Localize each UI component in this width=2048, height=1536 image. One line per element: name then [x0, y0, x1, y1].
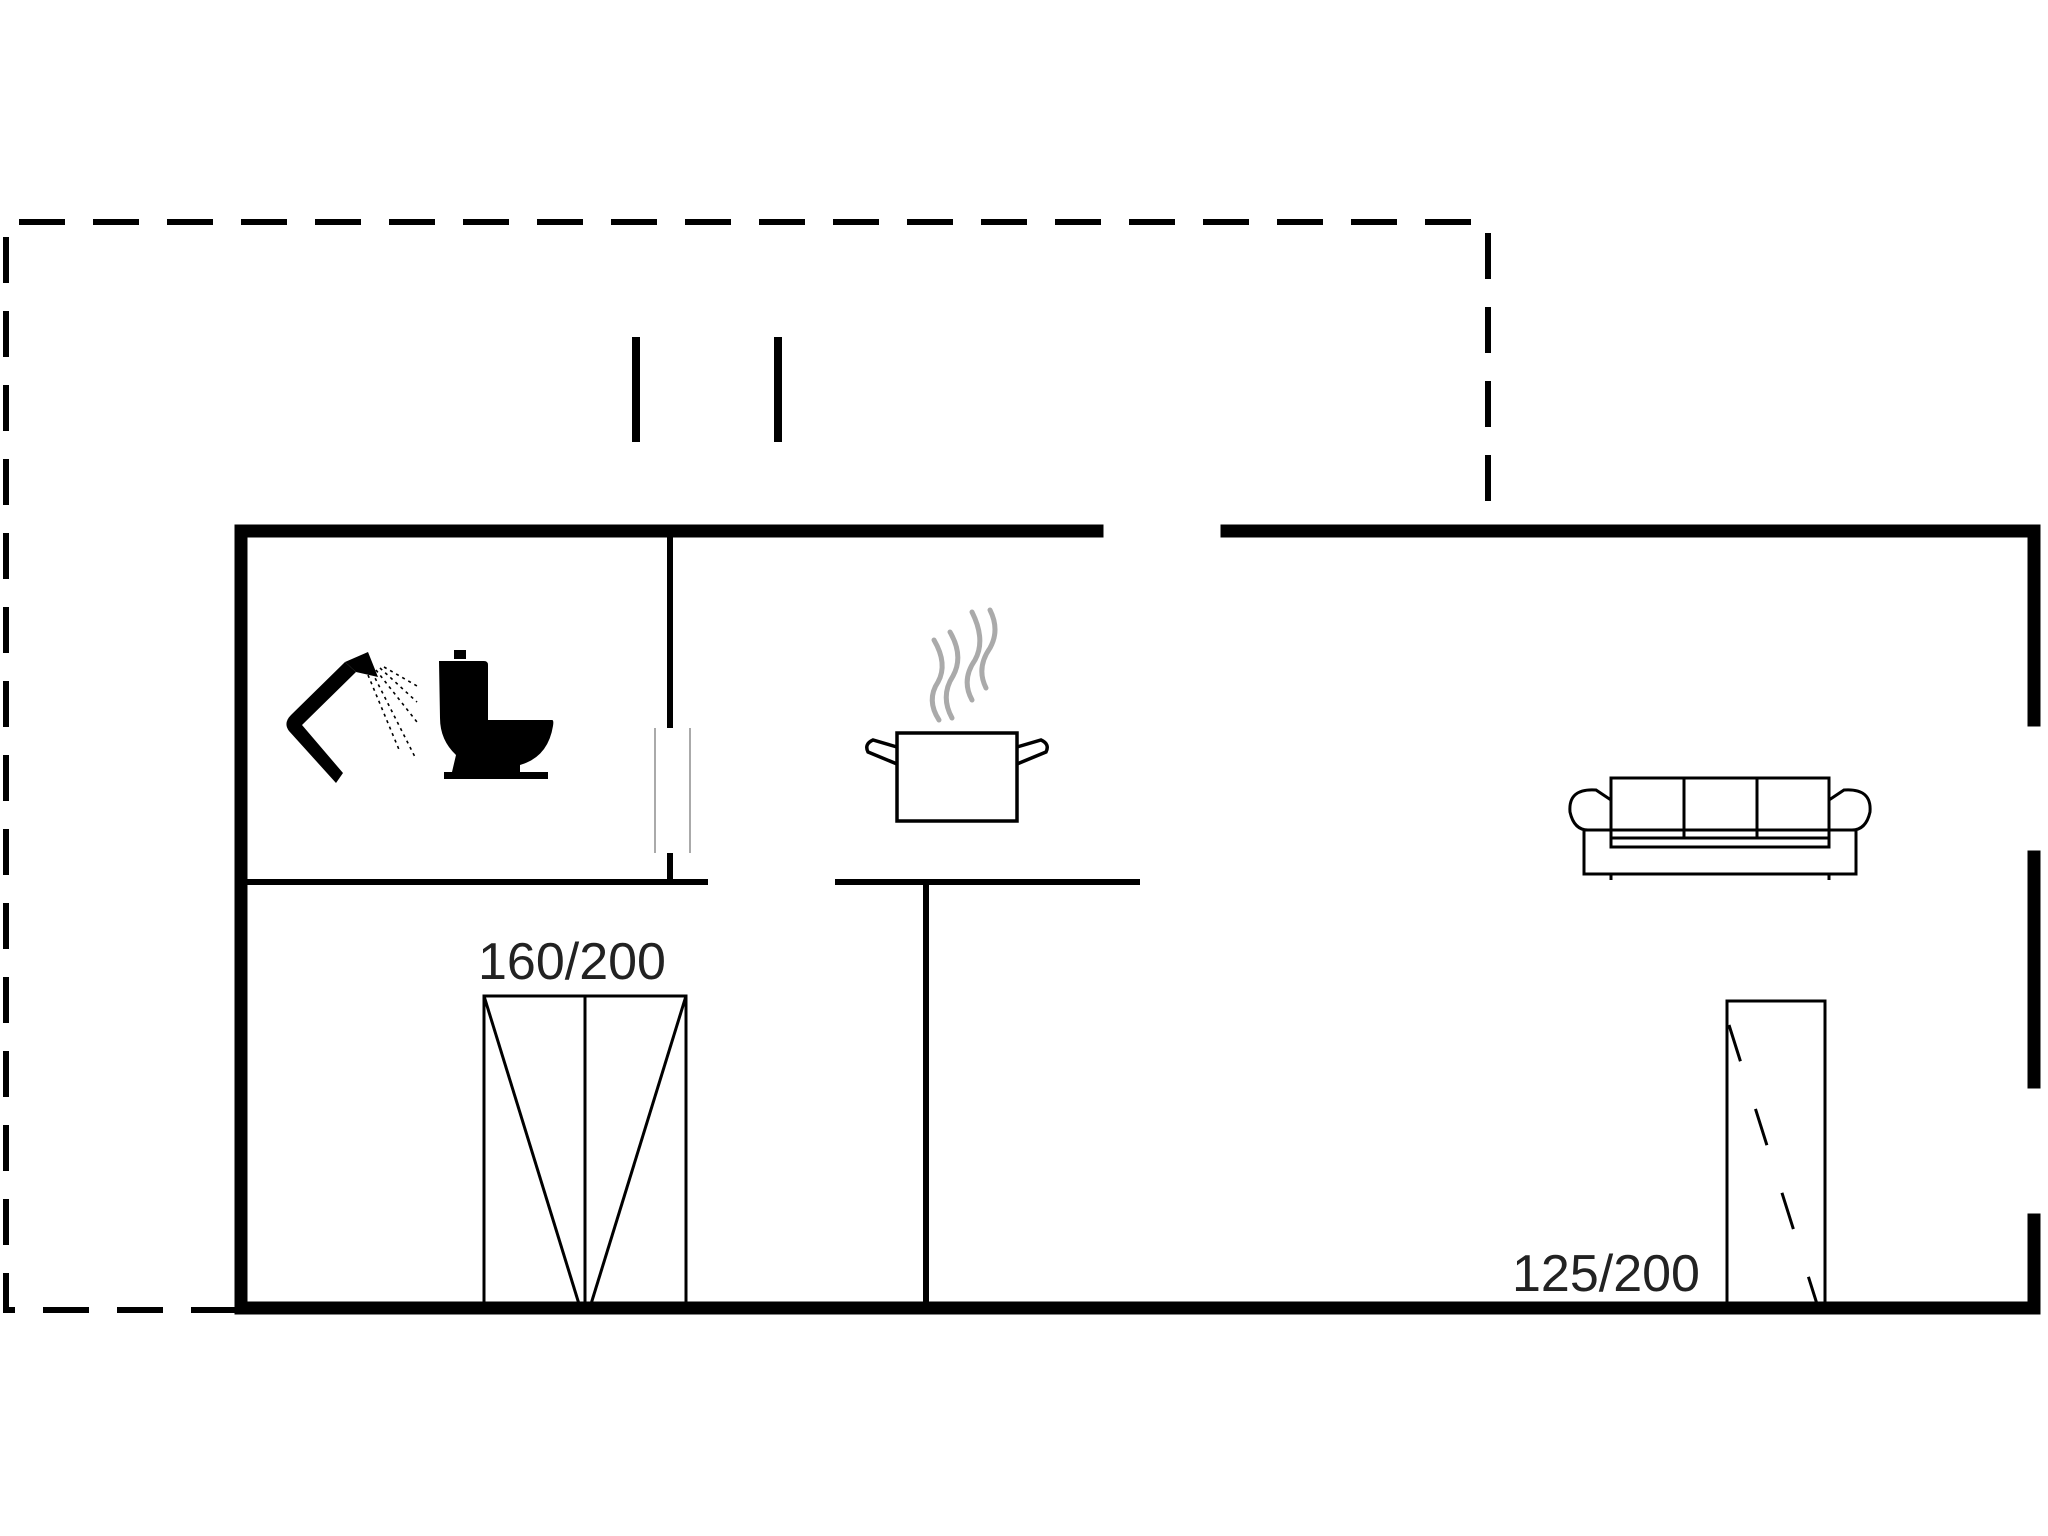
single-bed-icon [1725, 999, 1827, 1306]
cooking-pot-icon [865, 607, 1049, 823]
interior-walls [247, 537, 1140, 1302]
pergola-posts [632, 337, 782, 442]
bed-size-label-double: 160/200 [478, 933, 666, 991]
bed-size-label-single: 125/200 [1512, 1245, 1700, 1303]
shower-icon [286, 652, 418, 783]
sofa-icon [1568, 776, 1872, 880]
terrace-outline [3, 219, 1491, 1313]
double-bed-icon [482, 994, 688, 1306]
exterior-walls [234, 524, 2041, 1315]
bathroom-door-opening [654, 728, 691, 853]
toilet-icon [439, 650, 554, 779]
